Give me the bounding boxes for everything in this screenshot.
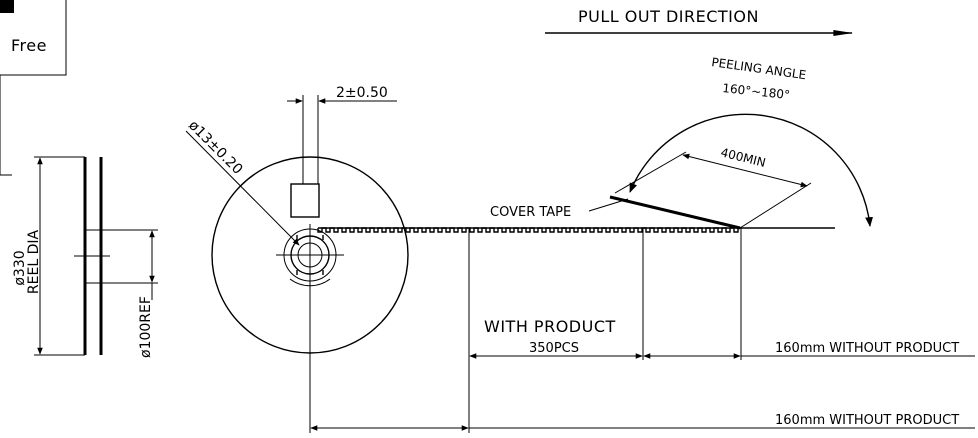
tape-length-dimensions <box>310 229 975 433</box>
reel-diameter-caption: REEL DIA <box>26 230 42 295</box>
carrier-tape <box>317 227 835 233</box>
legend-box: Free <box>0 0 67 176</box>
legend-free-label: Free <box>11 36 47 55</box>
with-product-label: WITH PRODUCT <box>484 317 616 336</box>
cover-tape-label: COVER TAPE <box>490 205 571 220</box>
pull-out-direction-label: PULL OUT DIRECTION <box>578 7 759 26</box>
product-count-label: 350PCS <box>529 341 579 356</box>
reel-side-view <box>34 156 158 356</box>
cover-tape-peel <box>588 113 873 230</box>
leader-without-product-label: 160mm WITHOUT PRODUCT <box>775 341 959 356</box>
trailer-without-product-label: 160mm WITHOUT PRODUCT <box>775 413 959 428</box>
slot-width-label: 2±0.50 <box>336 85 388 101</box>
peeling-angle-range: 160°~180° <box>722 81 791 102</box>
peeling-angle-label: PEELING ANGLE <box>711 55 807 82</box>
hub-diameter-label: ø100REF <box>138 296 154 358</box>
hole-diameter-label: ø13±0.20 <box>185 118 245 178</box>
reel-diameter-label: ø330 <box>12 250 28 285</box>
reel-front-view <box>185 95 409 433</box>
pull-out-direction: PULL OUT DIRECTION <box>545 7 853 36</box>
